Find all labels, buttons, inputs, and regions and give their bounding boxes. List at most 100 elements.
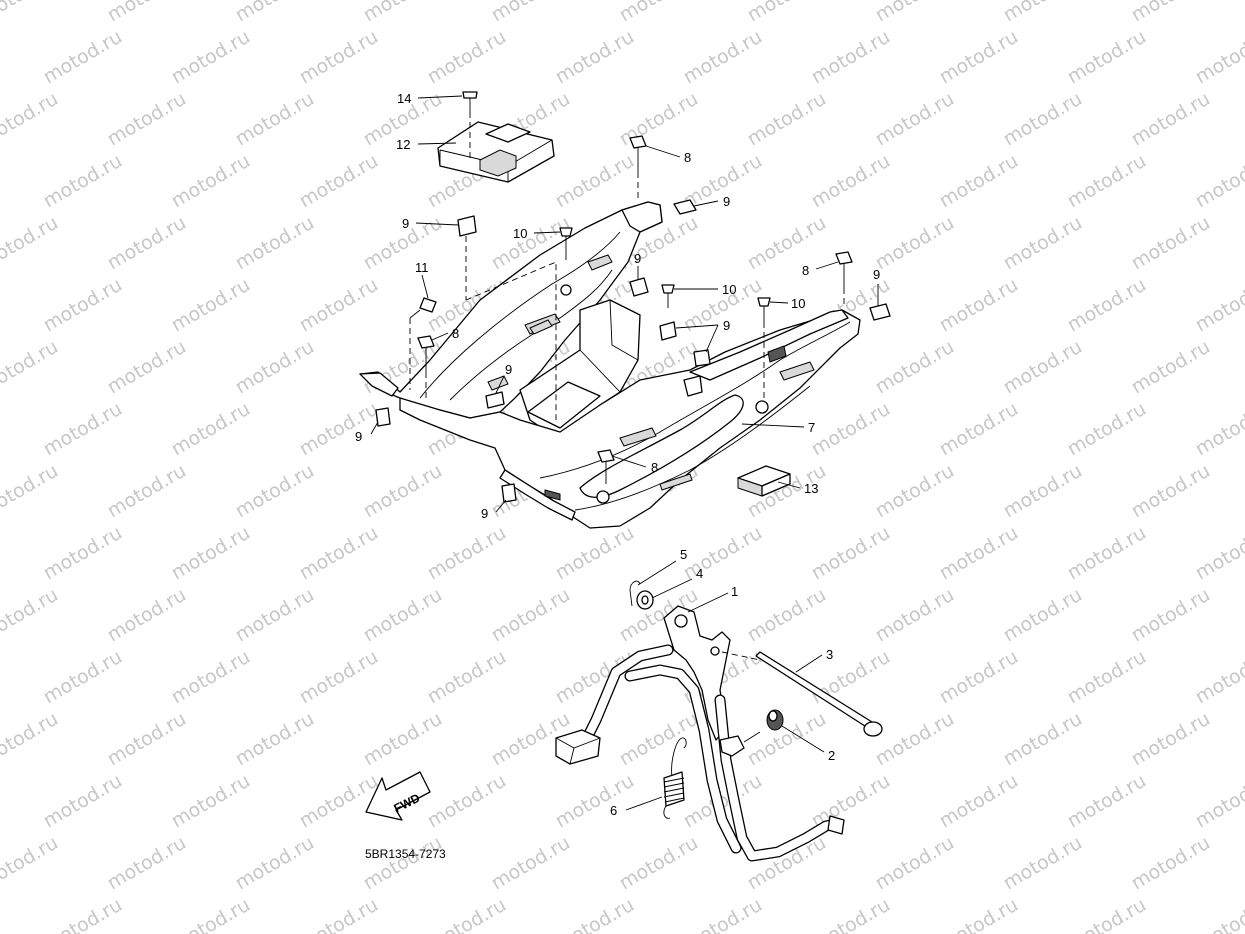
leader-9d bbox=[495, 499, 507, 513]
watermark-text: motod.ru bbox=[168, 150, 254, 213]
callout-3: 3 bbox=[826, 647, 833, 662]
watermark-text: motod.ru bbox=[808, 646, 894, 709]
watermark-text: motod.ru bbox=[1128, 336, 1214, 399]
watermark-text: motod.ru bbox=[1192, 26, 1245, 89]
watermark-text: motod.ru bbox=[296, 522, 382, 585]
callout-9: 9 bbox=[634, 251, 641, 266]
watermark-text: motod.ru bbox=[1128, 212, 1214, 275]
watermark-text: motod.ru bbox=[168, 274, 254, 337]
clip-nut-9-upper-left bbox=[457, 215, 477, 237]
watermark-text: motod.ru bbox=[104, 212, 190, 275]
callout-5: 5 bbox=[680, 547, 687, 562]
watermark-text: motod.ru bbox=[808, 894, 894, 934]
callout-9: 9 bbox=[873, 267, 880, 282]
watermark-text: motod.ru bbox=[104, 0, 190, 26]
bolt-8-right bbox=[835, 251, 853, 308]
leader-8d bbox=[611, 455, 647, 468]
bolt-8-bottom bbox=[597, 449, 615, 484]
leader-8a bbox=[431, 332, 449, 341]
floor-cutout bbox=[579, 394, 744, 498]
bolt-10-left bbox=[559, 227, 573, 260]
watermark-text: motod.ru bbox=[360, 708, 446, 771]
shaft-axis bbox=[721, 651, 761, 661]
watermark-text: motod.ru bbox=[936, 770, 1022, 833]
leader-9a bbox=[415, 222, 459, 226]
watermark-text: motod.ru bbox=[0, 88, 62, 151]
callout-10: 10 bbox=[722, 282, 736, 297]
bolt-8-right-head bbox=[835, 251, 853, 265]
left-arm-front-tab bbox=[621, 201, 663, 233]
leader-11 bbox=[421, 274, 429, 299]
watermark-text: motod.ru bbox=[488, 0, 574, 26]
watermark-text: motod.ru bbox=[872, 832, 958, 895]
screw-11 bbox=[409, 297, 437, 390]
callout-4: 4 bbox=[696, 566, 703, 581]
callout-1: 1 bbox=[731, 584, 738, 599]
right-rail bbox=[689, 309, 849, 381]
watermark-text: motod.ru bbox=[1064, 398, 1150, 461]
watermark-text: motod.ru bbox=[360, 0, 446, 26]
watermark-text: motod.ru bbox=[232, 832, 318, 895]
watermark-text: motod.ru bbox=[872, 336, 958, 399]
spring-6 bbox=[663, 737, 687, 819]
stand-pivot-hole bbox=[674, 614, 688, 628]
watermark-text: motod.ru bbox=[552, 770, 638, 833]
leader-10a bbox=[533, 231, 561, 234]
watermark-text: motod.ru bbox=[232, 584, 318, 647]
watermark-text: motod.ru bbox=[0, 336, 62, 399]
center-box-edge bbox=[579, 299, 639, 393]
left-arm-inner-edge bbox=[419, 231, 621, 399]
watermark-text: motod.ru bbox=[296, 646, 382, 709]
stand-cross-tube-fill bbox=[625, 665, 741, 853]
callout-8: 8 bbox=[452, 326, 459, 341]
watermark-text: motod.ru bbox=[1128, 88, 1214, 151]
spring-coil-lines bbox=[663, 777, 685, 803]
clip-nut-9-mid-b bbox=[693, 349, 711, 367]
watermark-text: motod.ru bbox=[1000, 212, 1086, 275]
leader-14 bbox=[417, 95, 463, 99]
watermark-text: motod.ru bbox=[1000, 584, 1086, 647]
watermark-text: motod.ru bbox=[168, 398, 254, 461]
watermark-text: motod.ru bbox=[296, 150, 382, 213]
watermark-text: motod.ru bbox=[1000, 0, 1086, 26]
watermark-text: motod.ru bbox=[1128, 460, 1214, 523]
callout-9: 9 bbox=[481, 506, 488, 521]
leader-10c bbox=[769, 301, 789, 304]
fwd-arrow-shape bbox=[365, 771, 431, 821]
watermark-text: motod.ru bbox=[104, 336, 190, 399]
callout-9: 9 bbox=[402, 216, 409, 231]
watermark-text: motod.ru bbox=[1064, 26, 1150, 89]
front-lip bbox=[499, 469, 576, 521]
leader-9b bbox=[370, 421, 379, 435]
watermark-text: motod.ru bbox=[808, 522, 894, 585]
cover-recess bbox=[485, 123, 531, 143]
watermark-text: motod.ru bbox=[104, 460, 190, 523]
left-arm-rear-tab bbox=[359, 372, 399, 397]
bolt-8-bottom-head bbox=[597, 449, 615, 463]
watermark-text: motod.ru bbox=[1128, 0, 1214, 26]
watermark-text: motod.ru bbox=[296, 894, 382, 934]
watermark-text: motod.ru bbox=[1000, 708, 1086, 771]
leader-7 bbox=[741, 423, 805, 428]
stand-bracket-link bbox=[743, 731, 761, 743]
callout-2: 2 bbox=[828, 748, 835, 763]
spring-hook-bottom bbox=[663, 805, 671, 819]
pivot-shaft-3 bbox=[721, 651, 883, 737]
watermark-text: motod.ru bbox=[872, 460, 958, 523]
watermark-text: motod.ru bbox=[360, 584, 446, 647]
watermark-text: motod.ru bbox=[40, 150, 126, 213]
watermark-text: motod.ru bbox=[1000, 832, 1086, 895]
watermark-text: motod.ru bbox=[0, 460, 62, 523]
watermark-text: motod.ru bbox=[1192, 398, 1245, 461]
watermark-text: motod.ru bbox=[232, 0, 318, 26]
bolt-8-left bbox=[417, 335, 435, 400]
watermark-text: motod.ru bbox=[424, 770, 510, 833]
clip-nut-9-right bbox=[869, 303, 891, 321]
bolt-10-middle-head bbox=[661, 284, 675, 294]
front-lip-slot bbox=[544, 489, 561, 501]
floor-inner-edge bbox=[539, 321, 851, 479]
right-rail-tab bbox=[683, 375, 703, 397]
watermark-text: motod.ru bbox=[424, 522, 510, 585]
watermark-text: motod.ru bbox=[104, 584, 190, 647]
